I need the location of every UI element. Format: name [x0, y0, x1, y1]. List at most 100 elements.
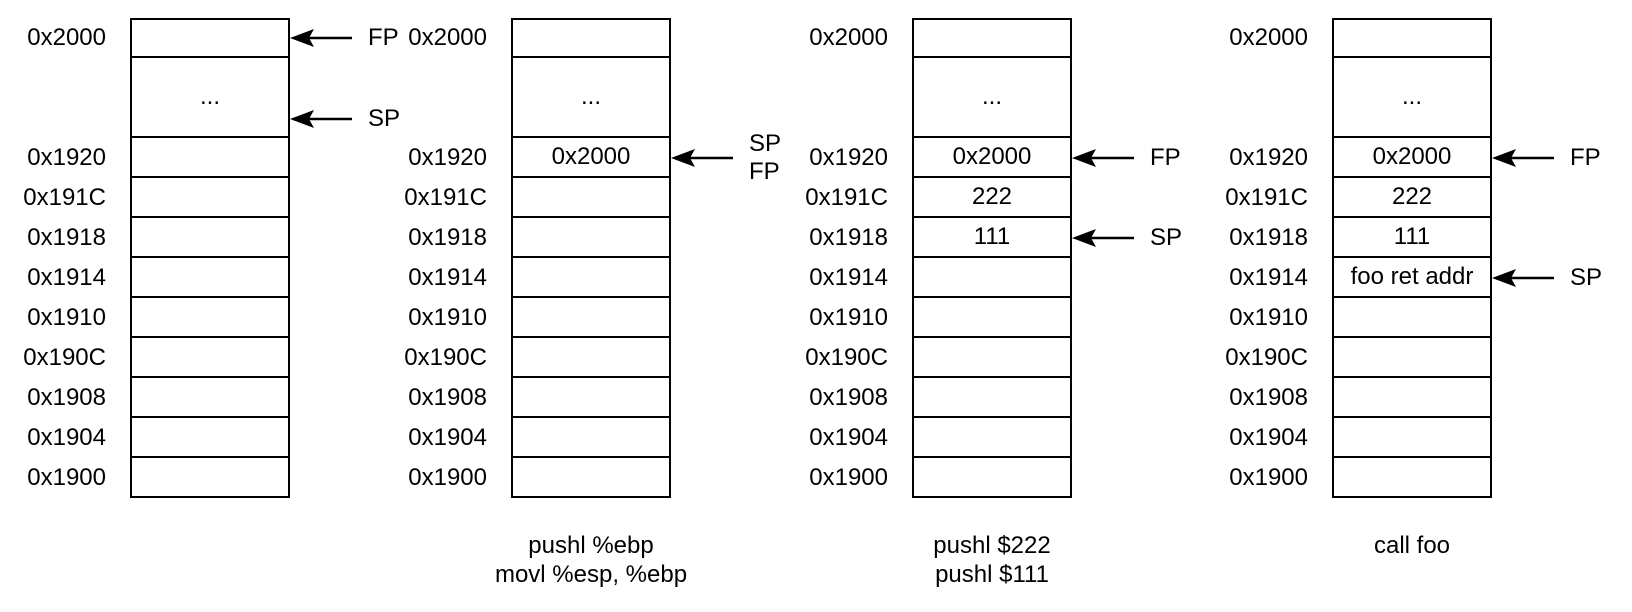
stack-cell [130, 176, 290, 218]
address-label: 0x1914 [809, 264, 888, 291]
stack-row: 0x190C [782, 336, 1252, 378]
stack-row: 0x1908 [0, 376, 470, 418]
stack-cell [1332, 18, 1492, 58]
stack-row: 0x2000 [1202, 18, 1632, 58]
address-label: 0x1910 [408, 304, 487, 331]
stack-cell: ... [511, 56, 671, 138]
cell-value: 222 [971, 183, 1013, 210]
stack-cell [1332, 376, 1492, 418]
address-label: 0x1900 [1229, 464, 1308, 491]
stack-row: 0x1904 [0, 416, 470, 458]
stack-cell [130, 216, 290, 258]
address-label: 0x1910 [1229, 304, 1308, 331]
stack-row: 0x1908 [1202, 376, 1632, 418]
stack-cell: 0x2000 [511, 136, 671, 178]
address-label: 0x190C [23, 344, 106, 371]
address-label: 0x1920 [408, 144, 487, 171]
stack-row: 0x1908 [782, 376, 1252, 418]
pointer-label: SP [1150, 224, 1183, 251]
address-label: 0x191C [404, 184, 487, 211]
stack-cell [912, 456, 1072, 498]
left-arrow-icon [1492, 269, 1554, 287]
address-label: 0x1904 [27, 424, 106, 451]
stack-row: 0x191C [0, 176, 470, 218]
left-arrow-icon [1072, 229, 1134, 247]
stack-row: ... [782, 56, 1252, 138]
stack-cell [511, 336, 671, 378]
stack-cell: ... [912, 56, 1072, 138]
cell-value: 111 [1393, 223, 1431, 250]
stack-row: 0x1904 [782, 416, 1252, 458]
pointer-label: FP [749, 158, 780, 185]
caption-line: pushl $111 [935, 561, 1049, 588]
address-label: 0x1908 [27, 384, 106, 411]
stack-row: 0x1918 111 [1202, 216, 1632, 258]
address-label: 0x1900 [408, 464, 487, 491]
stack-row: 0x1904 [381, 416, 851, 458]
stack-row: 0x190C [0, 336, 470, 378]
stack-cell [1332, 336, 1492, 378]
stack-cell [511, 416, 671, 458]
cell-value: foo ret addr [1350, 263, 1474, 290]
stack-row: 0x1908 [381, 376, 851, 418]
stack-row: 0x1900 [1202, 456, 1632, 498]
address-label: 0x1908 [408, 384, 487, 411]
address-label: 0x190C [1225, 344, 1308, 371]
stack-row: 0x191C 222 [782, 176, 1252, 218]
stack-cell [511, 296, 671, 338]
address-label: 0x1900 [27, 464, 106, 491]
address-label [381, 58, 487, 138]
address-label: 0x1918 [1229, 224, 1308, 251]
address-label: 0x190C [805, 344, 888, 371]
stack-cell [130, 296, 290, 338]
caption-line: call foo [1373, 532, 1451, 559]
stack-cell [912, 416, 1072, 458]
caption-line: pushl %ebp [528, 532, 654, 559]
address-label: 0x191C [1225, 184, 1308, 211]
stack-row: 0x1910 [1202, 296, 1632, 338]
pointer-labels: SP [1150, 224, 1182, 252]
pointer-label: FP [1150, 144, 1181, 171]
stack-row: 0x190C [1202, 336, 1632, 378]
pointer-label: SP [368, 104, 401, 132]
stack-row: 0x1914 foo ret addr SP [1202, 256, 1632, 298]
stack-cell [912, 336, 1072, 378]
address-label: 0x2000 [809, 24, 888, 51]
stack-row: ... [1202, 56, 1632, 138]
caption-line: movl %esp, %ebp [494, 561, 688, 588]
address-label: 0x1920 [27, 144, 106, 171]
stack-cell [130, 456, 290, 498]
stack-row: 0x1914 [381, 256, 851, 298]
left-arrow-icon [1072, 149, 1134, 167]
stack-row: 0x2000 FP [0, 18, 470, 58]
register-pointer: SP [290, 105, 400, 133]
address-label: 0x1920 [1229, 144, 1308, 171]
stack-cell [912, 376, 1072, 418]
cell-value: 0x2000 [551, 143, 631, 170]
stack-cell [511, 216, 671, 258]
stack-cell [130, 256, 290, 298]
cell-value: 0x2000 [1372, 143, 1452, 170]
stack-row: ... [381, 56, 851, 138]
stack-cell: 111 [1332, 216, 1492, 258]
address-label [782, 58, 888, 138]
pointer-labels: SP [368, 105, 400, 133]
stack-row: 0x1900 [782, 456, 1252, 498]
memory-stack: 0x2000 ... 0x1920 0x2000 FP 0x191C 222 0… [1202, 18, 1632, 498]
pointer-label: FP [368, 24, 399, 51]
stack-row: 0x1910 [381, 296, 851, 338]
pointer-label: FP [1570, 144, 1601, 171]
address-label: 0x1914 [408, 264, 487, 291]
cell-value: ... [199, 83, 220, 110]
stack-cell [1332, 456, 1492, 498]
stack-cell [130, 136, 290, 178]
address-label [0, 58, 106, 138]
cell-value: ... [580, 83, 601, 110]
cell-value: 0x2000 [952, 143, 1032, 170]
stack-cell: ... [1332, 56, 1492, 138]
